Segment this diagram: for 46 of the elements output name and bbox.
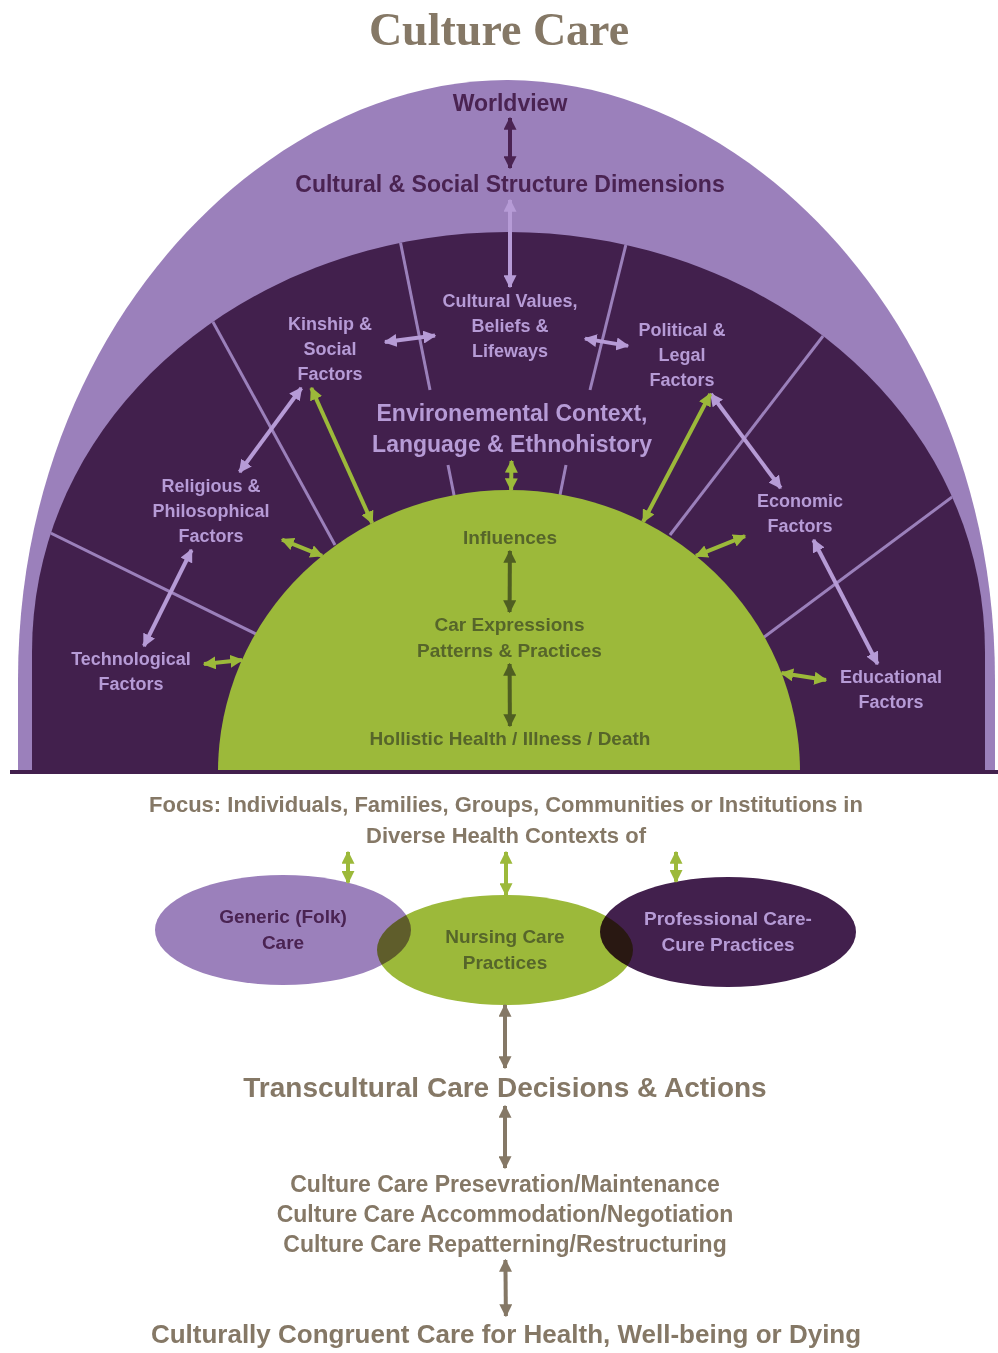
outcome-text: Culture Care Accommodation/Negotiation xyxy=(276,1200,734,1229)
double-arrow xyxy=(202,654,244,670)
double-arrow xyxy=(498,1104,512,1170)
sector-label: Economic Factors xyxy=(745,488,855,540)
title: Culture Care xyxy=(368,4,630,56)
double-arrow xyxy=(383,330,437,347)
double-arrow xyxy=(811,538,880,666)
double-arrow xyxy=(503,198,517,289)
sector-label: Educational Factors xyxy=(826,664,956,716)
outcome-text: Culture Care Presevration/Maintenance xyxy=(290,1170,720,1199)
heading-text: Transcultural Care Decisions & Actions xyxy=(105,1068,905,1106)
heading-text: Cultural & Social Structure Dimensions xyxy=(225,168,795,200)
double-arrow xyxy=(694,534,747,558)
double-arrow xyxy=(280,537,324,558)
sector-label: Technological Factors xyxy=(58,646,204,698)
double-arrow xyxy=(504,459,518,492)
ellipse-label: Nursing Care Practices xyxy=(444,925,566,975)
double-arrow xyxy=(503,662,517,728)
inner-label: Car Expressions Patterns & Practices xyxy=(402,612,617,664)
heading-text: Worldview xyxy=(390,88,630,118)
sector-label: Cultural Values, Beliefs & Lifeways xyxy=(435,287,585,365)
double-arrow xyxy=(503,549,517,614)
ellipse-label: Professional Care-Cure Practices xyxy=(643,907,813,957)
double-arrow xyxy=(309,386,375,525)
double-arrow xyxy=(669,850,683,883)
double-arrow xyxy=(641,392,713,523)
sector-label: Political & Legal Factors xyxy=(628,316,736,394)
double-arrow xyxy=(238,386,303,474)
conclusion-text: Culturally Congruent Care for Health, Well-being or Dying xyxy=(16,1316,996,1352)
double-arrow xyxy=(780,668,828,685)
double-arrow xyxy=(503,116,517,170)
double-arrow xyxy=(499,1258,513,1318)
double-arrow xyxy=(341,850,355,884)
outcome-text: Culture Care Repatterning/Restructuring xyxy=(283,1230,727,1259)
double-arrow xyxy=(499,850,513,897)
inner-label: Influences xyxy=(420,525,600,551)
double-arrow xyxy=(498,1003,512,1070)
ellipse-label: Generic (Folk) Care xyxy=(218,905,348,955)
sector-label: Kinship & Social Factors xyxy=(275,310,385,388)
focus-text: Focus: Individuals, Families, Groups, Communities or Institutions in Diverse Health Contexts of xyxy=(136,788,876,852)
sector-label: Religious & Philosophical Factors xyxy=(140,472,282,550)
inner-label: Hollistic Health / Illness / Death xyxy=(300,726,720,752)
double-arrow xyxy=(142,548,194,648)
context-heading: Environemental Context, Language & Ethnohistory xyxy=(352,397,672,461)
double-arrow xyxy=(709,392,783,490)
double-arrow xyxy=(583,334,630,351)
